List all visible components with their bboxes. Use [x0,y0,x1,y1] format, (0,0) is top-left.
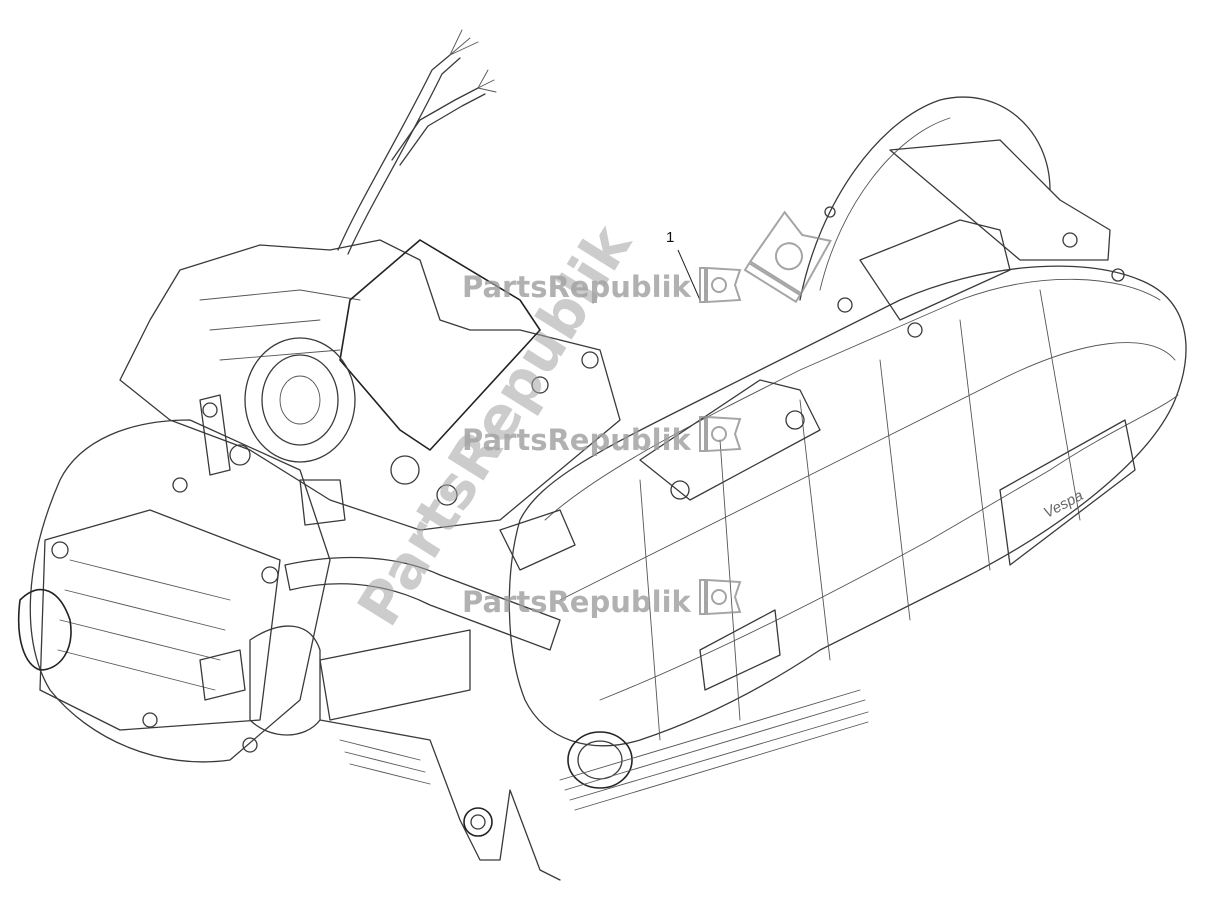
watermark-logo-icon [699,578,742,616]
watermark-text-top: PartsRepublik [462,270,692,304]
watermark-logo-icon [699,266,742,304]
watermark-text-middle: PartsRepublik [462,423,692,457]
transmission-cover: Vespa [508,265,1187,811]
cylinder-head [17,419,331,763]
engine-block [119,239,621,531]
wiring-harness [337,29,497,255]
watermark: PartsRepublik PartsRepublik PartsRepubli… [344,210,832,637]
rear-hub [799,96,1125,338]
part-callout: 1 [666,229,701,301]
watermark-logo-icon [743,210,832,304]
watermark-text-bottom: PartsRepublik [462,585,692,619]
swing-arm [499,379,821,571]
crankcase [319,719,561,881]
watermark-logo-icon [699,415,742,453]
part-callout-leader [677,249,701,301]
part-callout-number: 1 [666,229,674,246]
